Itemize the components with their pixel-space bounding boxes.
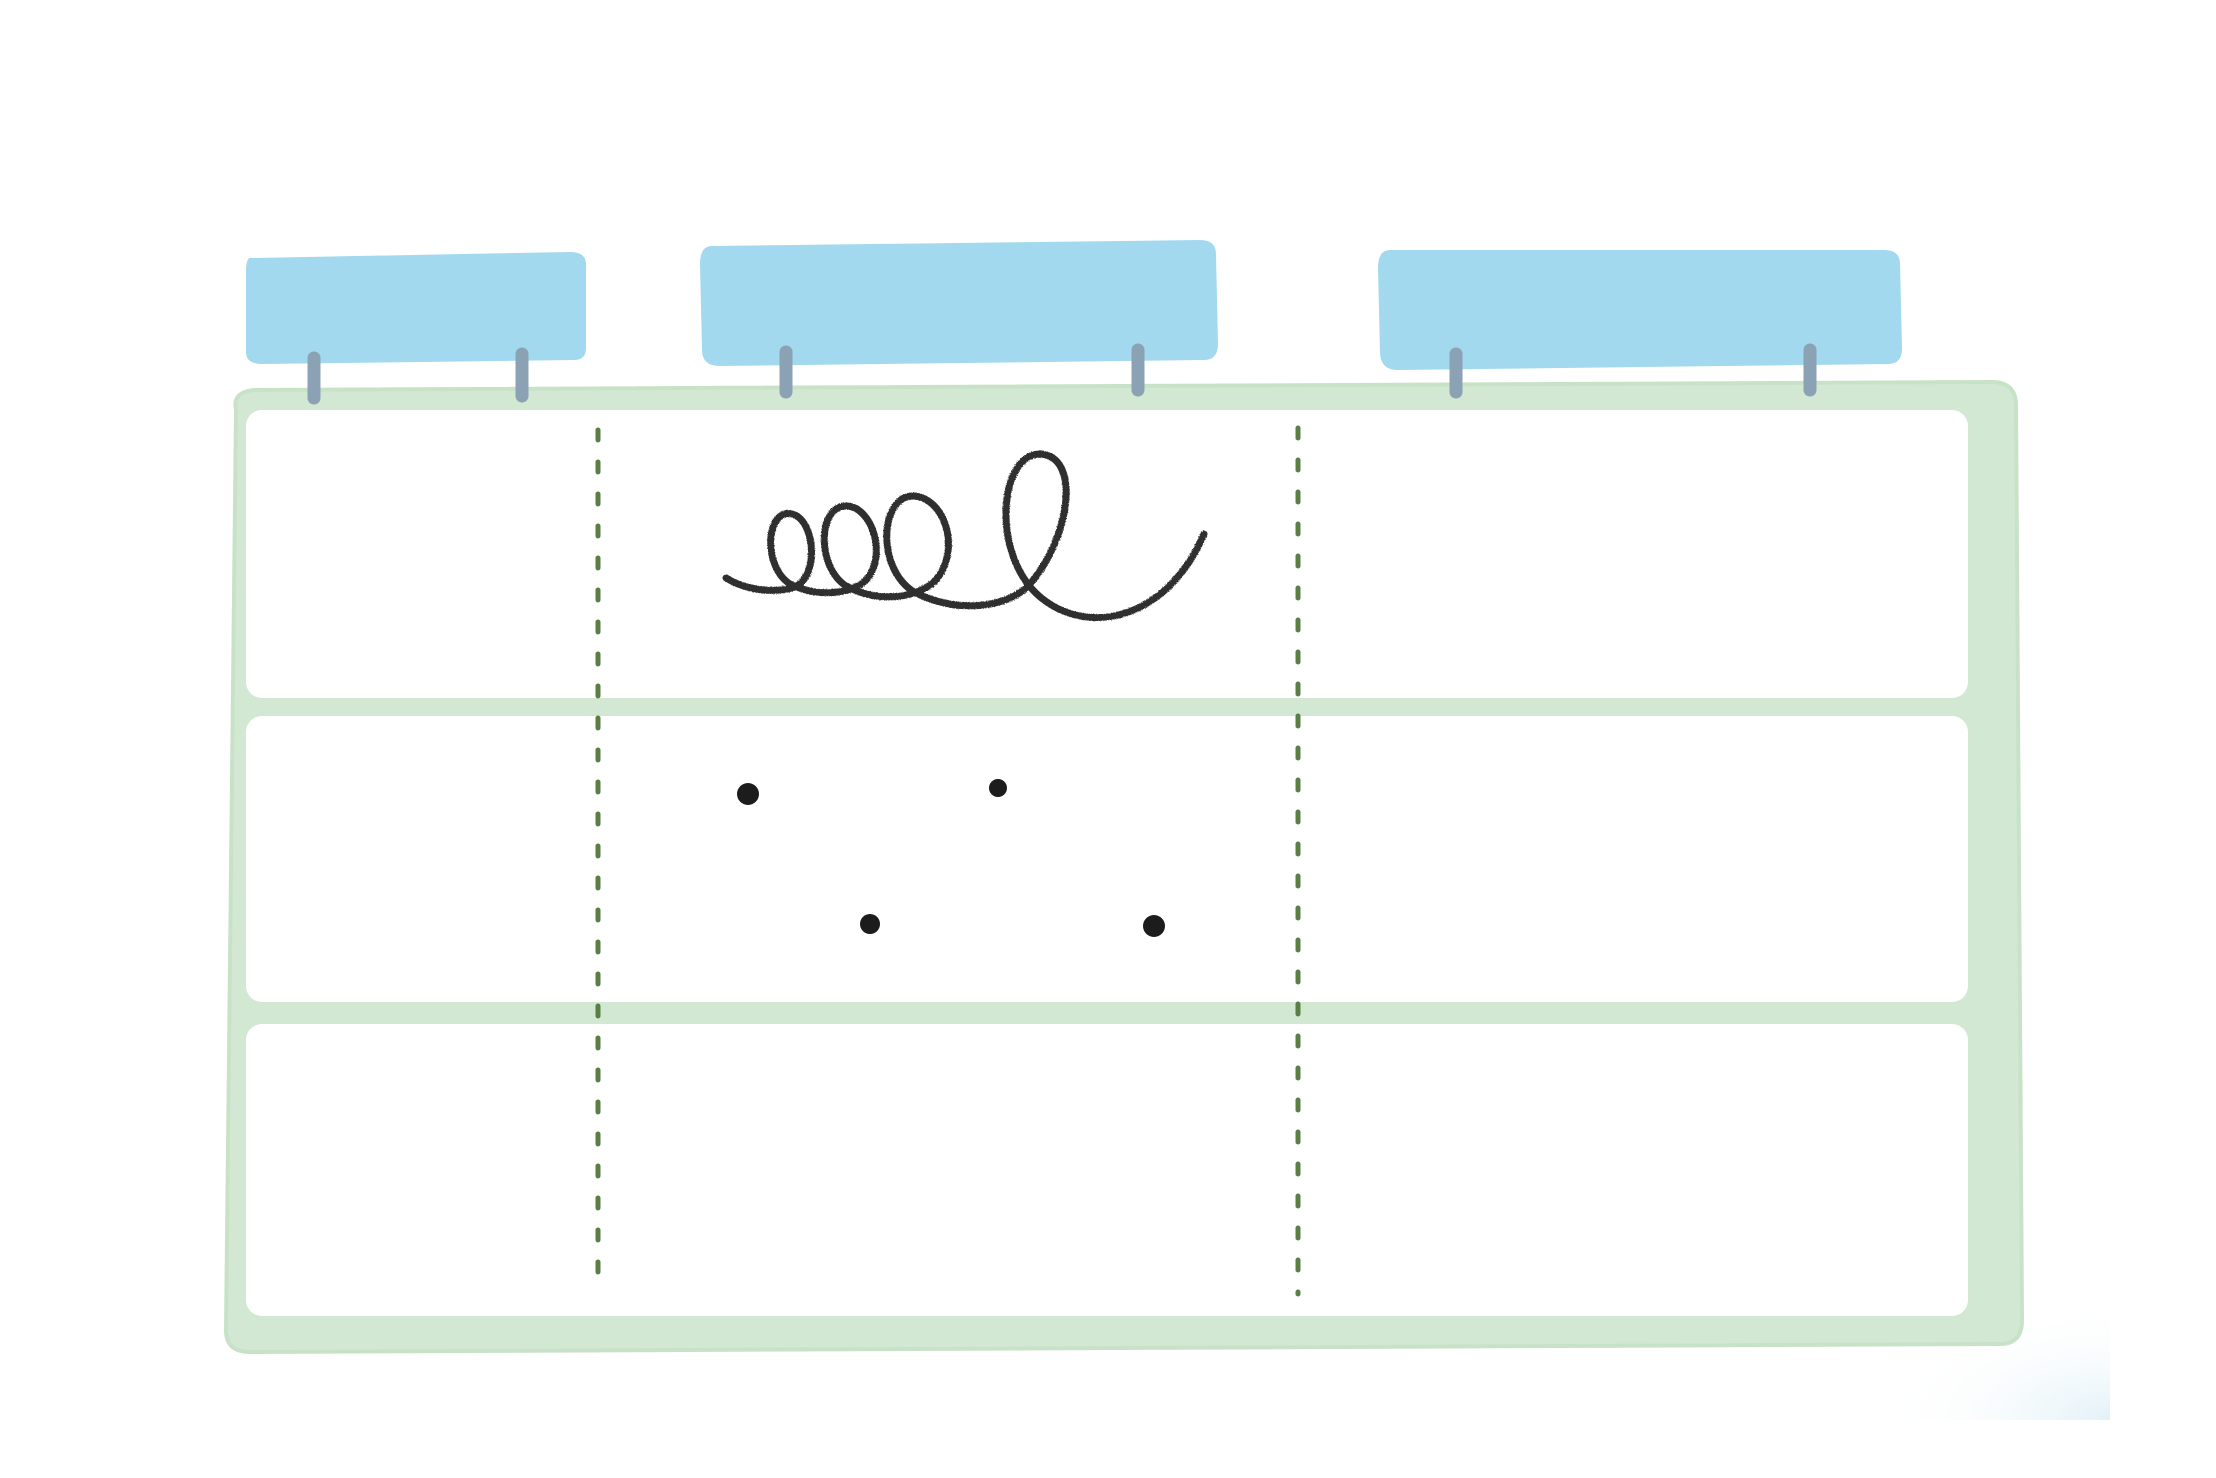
table-rows	[246, 410, 1968, 1316]
table-row	[246, 1024, 1968, 1316]
dot	[737, 783, 759, 805]
header-tab-3	[1378, 250, 1902, 370]
dot	[860, 914, 880, 934]
four-dots	[737, 779, 1165, 937]
header-tabs	[246, 240, 1902, 370]
table-row	[246, 410, 1968, 698]
table-row	[246, 716, 1968, 1002]
header-tab-1	[246, 252, 586, 364]
header-tab-2	[700, 240, 1218, 366]
dot	[1143, 915, 1165, 937]
binder-rings	[307, 343, 1817, 405]
dot	[989, 779, 1007, 797]
loop-scribble-icon	[722, 450, 1208, 622]
